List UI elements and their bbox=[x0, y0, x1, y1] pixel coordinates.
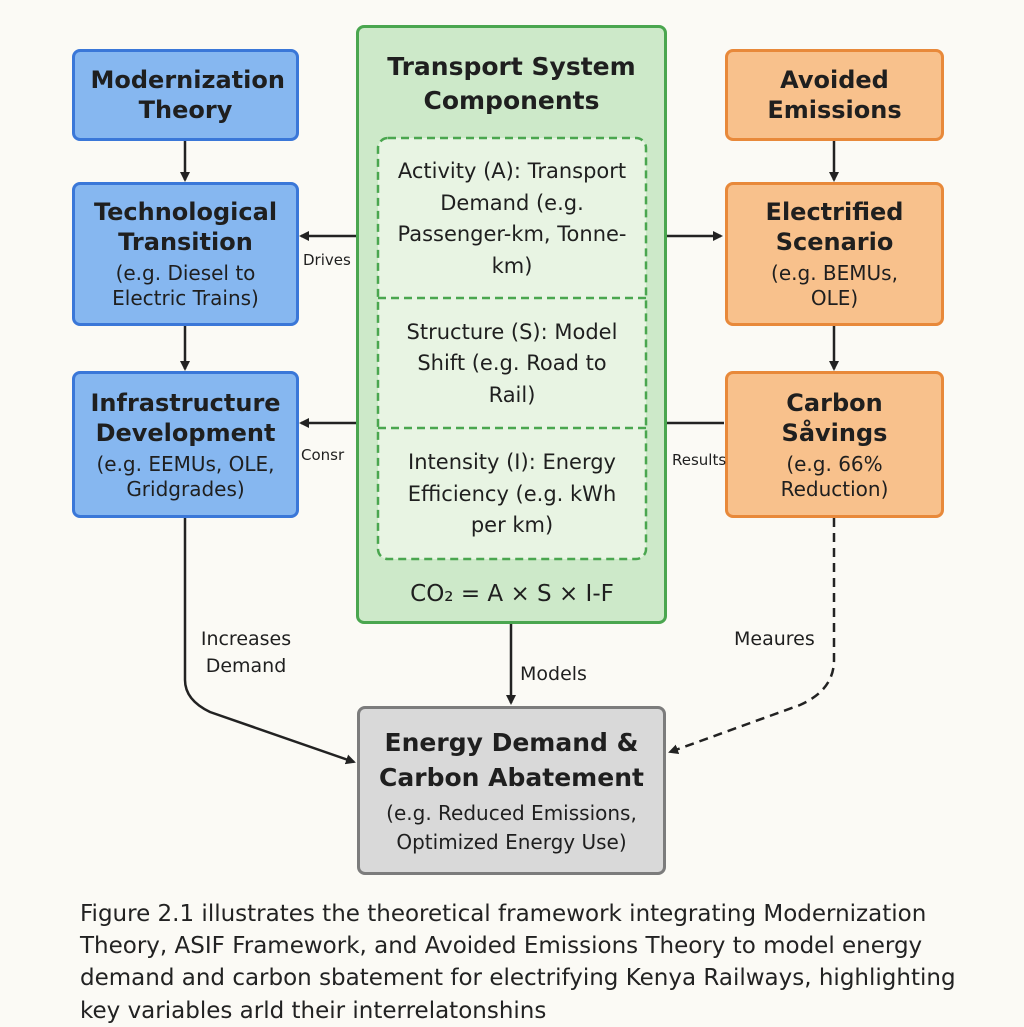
avoided-emissions-box: Avoided Emissions bbox=[725, 49, 944, 141]
figure-caption: Figure 2.1 illustrates the theoretical f… bbox=[80, 901, 956, 1024]
arrow-increases-demand bbox=[183, 518, 356, 765]
electrified-scenario-sub: (e.g. BEMUs, OLE) bbox=[771, 261, 898, 310]
energy-demand-title: Energy Demand & Carbon Abatement bbox=[379, 727, 644, 792]
label-meaures: Meaures bbox=[734, 628, 815, 650]
label-results: Results bbox=[672, 451, 727, 469]
label-increases-demand: Increases Demand bbox=[200, 628, 292, 677]
center-inner-dashed-box bbox=[376, 136, 648, 561]
energy-demand-sub: (e.g. Reduced Emissions, Optimized Energ… bbox=[386, 800, 637, 854]
carbon-savings-sub: (e.g. 66% Reduction) bbox=[780, 451, 889, 501]
electrified-scenario-title: Electrified Scenario bbox=[765, 198, 904, 256]
label-drives: Drives bbox=[303, 251, 351, 269]
label-models: Models bbox=[520, 663, 587, 685]
technological-transition-box: Technological Transition (e.g. Diesel to… bbox=[72, 182, 299, 326]
carbon-savings-title: Carbon Såvings bbox=[781, 388, 888, 447]
avoided-emissions-title: Avoided Emissions bbox=[767, 66, 902, 124]
modernization-theory-box: Modernization Theory bbox=[72, 49, 299, 141]
infrastructure-development-box: Infrastructure Development (e.g. EEMUs, … bbox=[72, 371, 299, 518]
structure-segment: Structure (S): Model Shift (e.g. Road to… bbox=[406, 319, 618, 407]
technological-transition-title: Technological Transition bbox=[93, 198, 278, 256]
modernization-theory-title: Modernization Theory bbox=[90, 66, 285, 124]
arrow-meaures bbox=[668, 518, 836, 754]
infrastructure-development-title: Infrastructure Development bbox=[90, 388, 281, 447]
technological-transition-sub: (e.g. Diesel to Electric Trains) bbox=[112, 261, 259, 310]
activity-segment: Activity (A): Transport Demand (e.g. Pas… bbox=[397, 159, 627, 278]
electrified-scenario-box: Electrified Scenario (e.g. BEMUs, OLE) bbox=[725, 182, 944, 326]
energy-demand-box: Energy Demand & Carbon Abatement (e.g. R… bbox=[357, 706, 666, 875]
formula-text: CO₂ = A × S × I-F bbox=[410, 580, 614, 607]
infrastructure-development-sub: (e.g. EEMUs, OLE, Gridgrades) bbox=[96, 451, 275, 501]
label-consr: Consr bbox=[301, 446, 345, 464]
carbon-savings-box: Carbon Såvings (e.g. 66% Reduction) bbox=[725, 371, 944, 518]
intensity-segment: Intensity (I): Energy Efficiency (e.g. k… bbox=[407, 450, 617, 538]
